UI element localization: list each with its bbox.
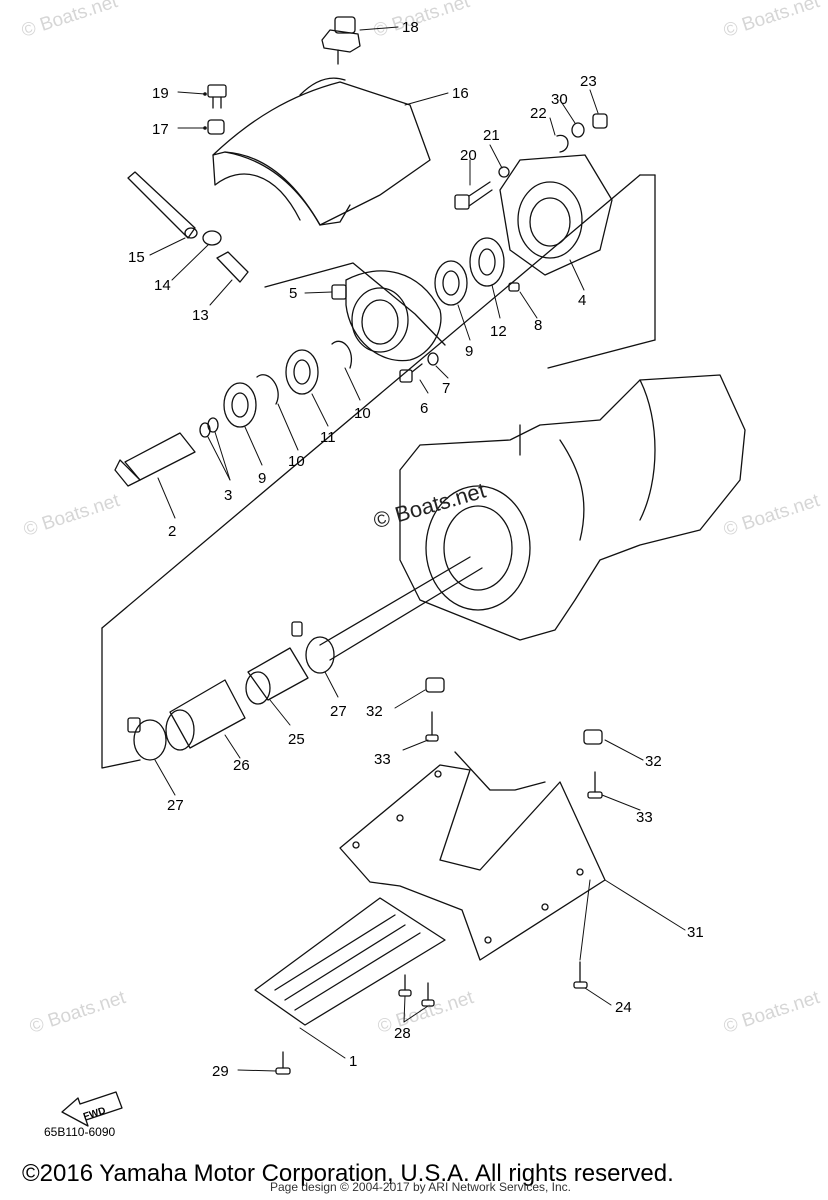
callout-19: 19 <box>152 85 169 102</box>
fwd-label: FWD <box>82 1105 107 1123</box>
callout-14: 14 <box>154 277 171 294</box>
callout-2: 2 <box>168 523 176 540</box>
duct-31 <box>339 751 606 961</box>
circlip-10-left <box>256 374 279 405</box>
callout-23: 23 <box>580 73 597 90</box>
callout-30: 30 <box>551 91 568 108</box>
nut-32-lower <box>583 729 603 745</box>
callout-18: 18 <box>402 19 419 36</box>
callout-25: 25 <box>288 731 305 748</box>
fwd-arrow-icon: FWD <box>61 1091 123 1127</box>
screw-28b <box>421 982 435 1007</box>
bolt-6 <box>399 363 423 383</box>
drive-shaft <box>319 556 483 661</box>
leader-dots <box>203 92 207 130</box>
fitting-18 <box>321 16 361 65</box>
shaft-2 <box>114 432 196 487</box>
washer-21 <box>498 166 510 178</box>
callout-22: 22 <box>530 105 547 122</box>
clamp-27-lower <box>127 717 167 761</box>
housing-plate-4 <box>499 154 613 276</box>
washer-7 <box>427 352 439 366</box>
screw-28a <box>398 974 412 997</box>
cover-16 <box>212 77 431 226</box>
callout-8: 8 <box>534 317 542 334</box>
nut-17 <box>207 119 225 135</box>
callout-28: 28 <box>394 1025 411 1042</box>
washer-30 <box>571 122 585 138</box>
housing <box>345 270 442 362</box>
callout-33-upper: 33 <box>374 751 391 768</box>
bearing-9-lower <box>223 382 257 428</box>
hose-26 <box>165 679 246 751</box>
callout-10-left: 10 <box>288 453 305 470</box>
callout-17: 17 <box>152 121 169 138</box>
tube-15 <box>127 171 196 239</box>
callout-32-lower: 32 <box>645 753 662 770</box>
nut-23 <box>592 113 608 129</box>
jet-pump-body <box>399 374 746 641</box>
callout-27-upper: 27 <box>330 703 347 720</box>
bearing-11 <box>285 349 319 395</box>
callout-13: 13 <box>192 307 209 324</box>
callout-10-right: 10 <box>354 405 371 422</box>
part-code: 65B110-6090 <box>44 1125 116 1139</box>
callout-29: 29 <box>212 1063 229 1080</box>
bearing-12 <box>469 237 505 287</box>
assembly-outline-lower <box>101 627 141 769</box>
clamp-27-upper <box>291 621 335 674</box>
callout-labels: 18 19 17 16 15 14 13 5 20 21 22 30 23 4 … <box>128 19 704 1080</box>
circlip-10-right <box>331 340 353 369</box>
copyright-notice: ©2016 Yamaha Motor Corporation, U.S.A. A… <box>22 1160 674 1187</box>
leader-lines <box>149 26 686 1072</box>
clip-22 <box>556 134 569 153</box>
callout-9-lower: 9 <box>258 470 266 487</box>
bolt-20 <box>454 181 493 210</box>
callout-33-lower: 33 <box>636 809 653 826</box>
callout-7: 7 <box>442 380 450 397</box>
pin-8 <box>508 282 520 292</box>
grate-1 <box>254 897 446 1026</box>
callout-11: 11 <box>320 429 336 446</box>
clamp-14 <box>202 230 222 246</box>
bolt-33-upper <box>425 711 439 742</box>
callout-1: 1 <box>349 1053 357 1070</box>
callout-12: 12 <box>490 323 507 340</box>
bolt-19 <box>207 84 227 109</box>
callout-16: 16 <box>452 85 469 102</box>
coupling-25 <box>245 647 309 705</box>
callout-27-lower: 27 <box>167 797 184 814</box>
bolt-33-lower <box>587 771 603 799</box>
damper-5 <box>331 284 347 300</box>
callout-20: 20 <box>460 147 477 164</box>
callout-15: 15 <box>128 249 145 266</box>
o-ring-3b <box>207 417 219 433</box>
callout-31: 31 <box>687 924 704 941</box>
page-design-credit: Page design © 2004-2017 by ARI Network S… <box>270 1180 572 1194</box>
bearing-9-upper <box>434 260 468 306</box>
screw-29 <box>275 1051 291 1075</box>
nipple-13 <box>216 251 249 283</box>
callout-4: 4 <box>578 292 586 309</box>
callout-32-upper: 32 <box>366 703 383 720</box>
callout-24: 24 <box>615 999 632 1016</box>
callout-9-upper: 9 <box>465 343 473 360</box>
callout-5: 5 <box>289 285 297 302</box>
callout-21: 21 <box>483 127 500 144</box>
callout-6: 6 <box>420 400 428 417</box>
callout-3: 3 <box>224 487 232 504</box>
outline-diag <box>101 174 641 629</box>
screw-24 <box>573 961 588 989</box>
nut-32-upper <box>425 677 445 693</box>
callout-26: 26 <box>233 757 250 774</box>
